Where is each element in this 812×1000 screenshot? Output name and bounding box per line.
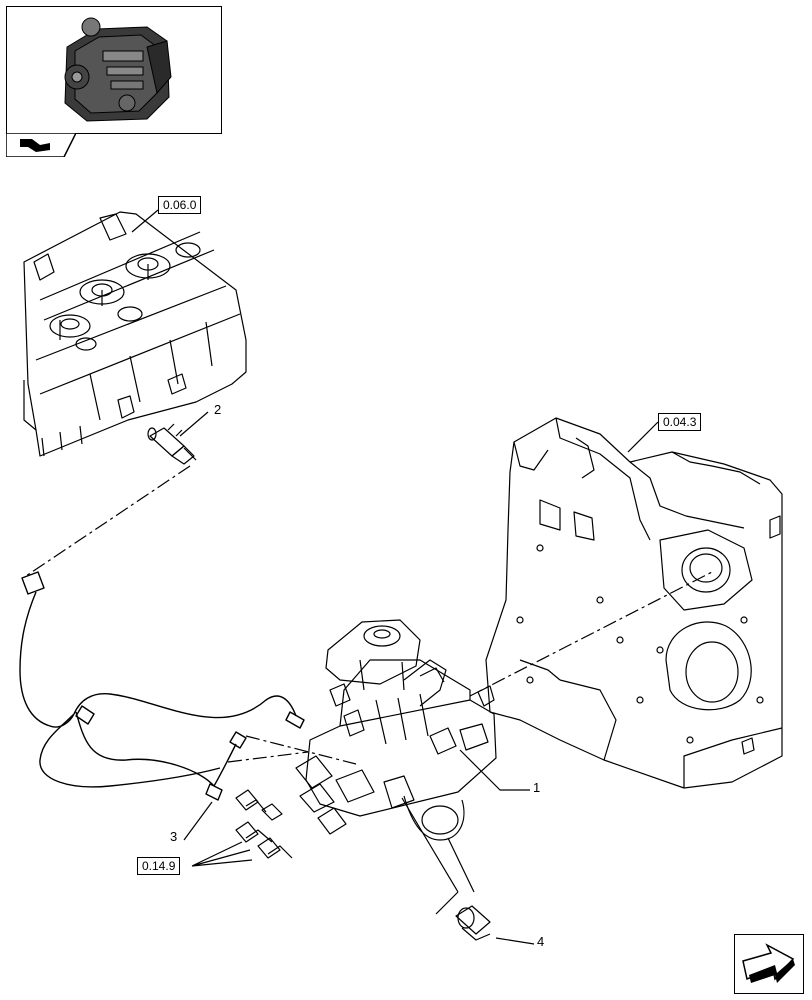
callout-3: 3 bbox=[170, 829, 178, 844]
ref-cylinder-head[interactable]: 0.06.0 bbox=[158, 196, 202, 214]
ref-timing-cover[interactable]: 0.04.3 bbox=[658, 413, 702, 431]
callout-4: 4 bbox=[537, 934, 545, 949]
callout-2: 2 bbox=[214, 402, 222, 417]
leader-callout-1 bbox=[459, 749, 530, 791]
cylinder-head-drawing bbox=[23, 211, 247, 457]
wiring-harness-drawing bbox=[19, 571, 305, 801]
engine-thumbnail-drawing bbox=[64, 17, 172, 122]
next-page-arrow-icon[interactable] bbox=[734, 934, 804, 994]
sensor-4-leader bbox=[401, 797, 475, 915]
leader-ref-cylinder-head bbox=[131, 209, 159, 233]
sensor-2-drawing bbox=[147, 423, 197, 465]
injection-pump-drawing bbox=[295, 619, 497, 841]
injector-fittings-drawing bbox=[235, 789, 293, 859]
book-arrow-icon[interactable] bbox=[6, 133, 76, 157]
arrow-glyph bbox=[742, 943, 795, 983]
leader-callout-2 bbox=[179, 411, 209, 437]
leader-ref-injectors bbox=[191, 841, 253, 867]
callout-1: 1 bbox=[533, 780, 541, 795]
timing-cover-drawing bbox=[485, 417, 783, 789]
leader-ref-timing-cover bbox=[627, 421, 659, 453]
leader-callout-3 bbox=[183, 801, 213, 841]
engine-thumbnail[interactable] bbox=[6, 6, 222, 134]
ref-injectors[interactable]: 0.14.9 bbox=[137, 857, 181, 875]
sensor-4-drawing bbox=[455, 905, 491, 941]
leader-callout-4 bbox=[495, 937, 535, 945]
